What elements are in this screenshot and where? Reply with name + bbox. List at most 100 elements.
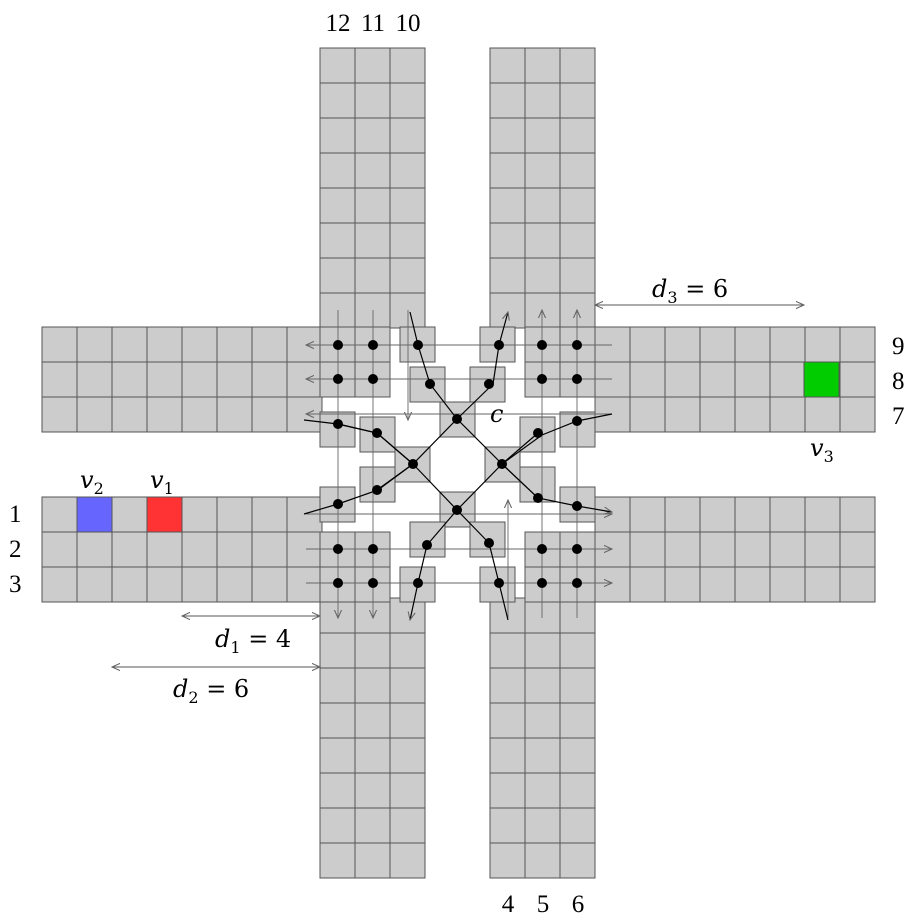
north-in-road-cell: [354, 82, 391, 119]
lane-label-3: 3: [9, 571, 22, 598]
conflict-node: [372, 428, 382, 438]
east-in-road-cell: [594, 396, 631, 433]
conflict-node: [533, 493, 543, 503]
south-out-road-cell: [354, 807, 391, 844]
east-in-road-cell: [839, 326, 876, 363]
west-out-road-cell: [41, 326, 78, 363]
vehicle-v3-cell: [803, 361, 840, 398]
lane-label-5: 5: [537, 891, 550, 918]
west-out-road-cell: [41, 396, 78, 433]
east-out-road-cell: [664, 531, 701, 568]
north-out-road-cell: [559, 117, 596, 154]
south-out-road-cell: [319, 842, 356, 879]
north-in-road-cell: [354, 47, 391, 84]
conflict-node: [408, 459, 418, 469]
south-out-road-cell: [354, 597, 391, 634]
conflict-node: [537, 544, 547, 554]
north-in-road-cell: [319, 47, 356, 84]
east-in-road-cell: [594, 361, 631, 398]
east-out-road-cell: [594, 566, 631, 603]
north-in-road-cell: [319, 82, 356, 119]
distance-markers: [112, 305, 804, 667]
north-out-road-cell: [559, 292, 596, 329]
west-in-road-cell: [216, 566, 253, 603]
north-out-road-cell: [524, 257, 561, 294]
west-out-road-cell: [286, 396, 323, 433]
north-in-road-cell: [319, 152, 356, 189]
north-out-road-cell: [524, 292, 561, 329]
west-out-road-cell: [181, 361, 218, 398]
east-out-road-cell: [699, 496, 736, 533]
east-out-road-cell: [664, 566, 701, 603]
east-in-road-cell: [769, 326, 806, 363]
south-in-road-cell: [524, 842, 561, 879]
north-out-road-cell: [489, 152, 526, 189]
south-out-road-cell: [354, 667, 391, 704]
north-in-road-cell: [389, 117, 426, 154]
south-in-road-cell: [524, 667, 561, 704]
conflict-node: [368, 340, 378, 350]
south-in-road-cell: [489, 772, 526, 809]
south-in-road-cell: [559, 597, 596, 634]
west-in-road-cell: [181, 531, 218, 568]
conflict-box: [319, 411, 356, 448]
west-in-road-cell: [286, 566, 323, 603]
lane-label-10: 10: [396, 10, 421, 37]
south-out-road-cell: [389, 737, 426, 774]
east-out-road-cell: [769, 496, 806, 533]
south-out-road-cell: [319, 597, 356, 634]
conflict-node: [413, 578, 423, 588]
south-in-road-cell: [524, 807, 561, 844]
east-out-road-cell: [629, 531, 666, 568]
north-in-road-cell: [354, 117, 391, 154]
west-in-road-cell: [41, 496, 78, 533]
lane-flow-arrows: [306, 310, 612, 618]
conflict-node: [368, 544, 378, 554]
south-out-road-cell: [319, 632, 356, 669]
west-out-road-cell: [146, 361, 183, 398]
conflict-graph-nodes: [333, 340, 582, 588]
south-in-road-cell: [489, 737, 526, 774]
east-in-road-cell: [664, 361, 701, 398]
west-in-road-cell: [41, 566, 78, 603]
north-in-road-cell: [389, 222, 426, 259]
east-out-road-cell: [629, 566, 666, 603]
north-out-road-cell: [489, 257, 526, 294]
south-in-road-cell: [559, 807, 596, 844]
north-out-road-cell: [524, 82, 561, 119]
conflict-box: [359, 466, 396, 503]
north-out-road-cell: [559, 152, 596, 189]
north-out-road-cell: [559, 257, 596, 294]
east-in-road-cell: [629, 361, 666, 398]
south-out-road-cell: [319, 737, 356, 774]
south-out-road-cell: [389, 702, 426, 739]
west-in-road-cell: [111, 531, 148, 568]
east-out-road-cell: [699, 566, 736, 603]
south-out-road-cell: [389, 842, 426, 879]
road-grids: [41, 47, 876, 879]
lane-label-9: 9: [892, 333, 905, 360]
east-out-road-cell: [629, 496, 666, 533]
east-in-road-cell: [804, 396, 841, 433]
west-in-road-cell: [251, 531, 288, 568]
north-out-road-cell: [489, 222, 526, 259]
east-out-road-cell: [734, 566, 771, 603]
conflict-node: [372, 485, 382, 495]
north-out-road-cell: [489, 292, 526, 329]
lane-label-2: 2: [9, 536, 22, 563]
south-in-road-cell: [489, 632, 526, 669]
south-out-road-cell: [389, 667, 426, 704]
south-in-road-cell: [559, 632, 596, 669]
west-in-road-cell: [286, 496, 323, 533]
lane-labels-left: 1 2 3: [9, 501, 22, 598]
east-out-road-cell: [734, 496, 771, 533]
north-out-road-cell: [559, 187, 596, 224]
east-in-road-cell: [664, 326, 701, 363]
west-in-road-cell: [216, 496, 253, 533]
west-out-road-cell: [216, 326, 253, 363]
conflict-node: [333, 544, 343, 554]
south-in-road-cell: [559, 737, 596, 774]
conflict-node: [572, 340, 582, 350]
south-out-road-cell: [319, 807, 356, 844]
conflict-node: [572, 544, 582, 554]
